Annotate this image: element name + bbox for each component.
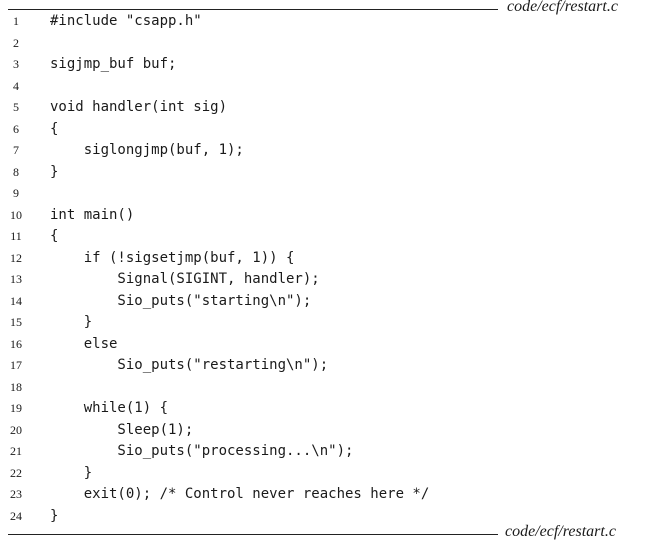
code-text: sigjmp_buf buf; — [50, 56, 177, 72]
code-line: 11 { — [0, 226, 650, 248]
line-number: 24 — [10, 508, 22, 523]
code-text: Sleep(1); — [50, 421, 194, 438]
code-line: 20 Sleep(1); — [0, 420, 650, 442]
code-line: 22 } — [0, 463, 650, 485]
code-text: } — [50, 464, 93, 481]
file-path-label-top: code/ecf/restart.c — [507, 0, 618, 15]
code-line: 18 — [0, 377, 650, 399]
code-line: 7 siglongjmp(buf, 1); — [0, 140, 650, 162]
code-text: Signal(SIGINT, handler); — [50, 271, 320, 287]
code-line: 9 — [0, 183, 650, 205]
code-line: 21 Sio_puts("processing...\n"); — [0, 441, 650, 463]
code-line: 16 else — [0, 334, 650, 356]
code-text: void handler(int sig) — [50, 99, 228, 115]
line-number: 9 — [13, 186, 19, 200]
code-line: 8} — [0, 162, 650, 184]
code-text: } — [50, 314, 93, 330]
line-number: 11 — [10, 229, 22, 243]
code-line: 23 exit(0); /* Control never reaches her… — [0, 484, 650, 506]
line-number: 14 — [10, 293, 22, 308]
line-number: 20 — [10, 422, 22, 437]
line-number: 3 — [13, 57, 19, 71]
code-line: 3 sigjmp_buf buf; — [0, 54, 650, 76]
code-text: } — [50, 163, 59, 180]
code-text: #include "csapp.h" — [50, 13, 202, 29]
code-line: 10 int main() — [0, 205, 650, 227]
line-number: 22 — [10, 465, 22, 480]
line-number: 1 — [13, 14, 19, 28]
footer-rule — [8, 534, 498, 535]
code-text: } — [50, 507, 59, 524]
code-line: 6{ — [0, 119, 650, 141]
code-text: { — [50, 228, 59, 244]
code-text: Sio_puts("starting\n"); — [50, 292, 312, 309]
line-number: 23 — [10, 487, 22, 501]
header-rule — [8, 9, 498, 10]
code-text: exit(0); /* Control never reaches here *… — [50, 486, 430, 502]
file-path-label-bottom: code/ecf/restart.c — [505, 523, 616, 540]
code-line: 24} — [0, 506, 650, 528]
line-number: 13 — [10, 272, 22, 286]
line-number: 5 — [13, 100, 19, 114]
line-number: 7 — [13, 143, 19, 157]
code-line: 14 Sio_puts("starting\n"); — [0, 291, 650, 313]
line-number: 16 — [10, 336, 22, 351]
code-line: 5 void handler(int sig) — [0, 97, 650, 119]
code-line: 2 — [0, 33, 650, 55]
code-line: 13 Signal(SIGINT, handler); — [0, 269, 650, 291]
line-number: 18 — [10, 379, 22, 394]
line-number: 15 — [10, 315, 22, 329]
code-line: 17 Sio_puts("restarting\n"); — [0, 355, 650, 377]
line-number: 17 — [10, 358, 22, 372]
code-text: siglongjmp(buf, 1); — [50, 142, 244, 158]
code-text: if (!sigsetjmp(buf, 1)) { — [50, 249, 295, 266]
line-number: 10 — [10, 207, 22, 222]
line-number: 2 — [13, 35, 19, 50]
code-line: 4 — [0, 76, 650, 98]
code-text: Sio_puts("restarting\n"); — [50, 357, 329, 373]
code-text: while(1) { — [50, 400, 169, 416]
code-line: 1 #include "csapp.h" — [0, 11, 650, 33]
line-number: 21 — [10, 444, 22, 458]
line-number: 4 — [13, 78, 19, 93]
code-text: Sio_puts("processing...\n"); — [50, 443, 354, 459]
code-text: { — [50, 120, 59, 137]
code-line: 12 if (!sigsetjmp(buf, 1)) { — [0, 248, 650, 270]
code-text: int main() — [50, 206, 135, 223]
line-number: 8 — [13, 164, 19, 179]
line-number: 12 — [10, 250, 22, 265]
code-line: 15 } — [0, 312, 650, 334]
line-number: 19 — [10, 401, 22, 415]
code-line: 19 while(1) { — [0, 398, 650, 420]
line-number: 6 — [13, 121, 19, 136]
code-text: else — [50, 335, 118, 352]
